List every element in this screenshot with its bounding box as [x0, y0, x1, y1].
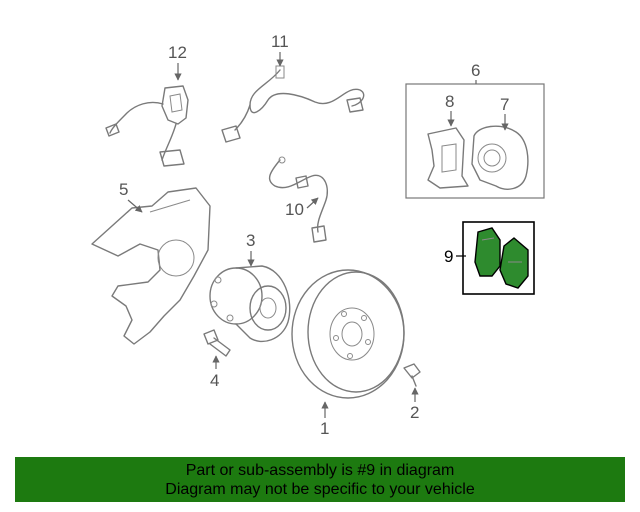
- callout-12: 12: [168, 43, 187, 62]
- banner-line-1: Part or sub-assembly is #9 in diagram: [185, 462, 455, 479]
- callout-2: 2: [410, 403, 419, 422]
- part-9-brake-pads[interactable]: [462, 221, 535, 295]
- callout-9: 9: [444, 247, 453, 266]
- callout-6: 6: [471, 61, 480, 80]
- part-8-caliper-bracket[interactable]: [427, 127, 469, 189]
- part-4-bolt[interactable]: [203, 329, 231, 357]
- part-10-sensor-wire[interactable]: [268, 156, 329, 243]
- part-7-caliper-body[interactable]: [471, 125, 529, 190]
- callout-8: 8: [445, 92, 454, 111]
- callout-5: 5: [119, 180, 128, 199]
- part-6-caliper-assembly[interactable]: [405, 83, 545, 199]
- callout-1: 1: [320, 419, 329, 438]
- callout-4: 4: [210, 371, 219, 390]
- part-5-dust-shield[interactable]: [91, 187, 211, 345]
- banner-line-2: Diagram may not be specific to your vehi…: [165, 481, 475, 498]
- info-banner: Part or sub-assembly is #9 in diagram Di…: [15, 457, 625, 502]
- callout-11: 11: [271, 32, 289, 51]
- callout-3: 3: [246, 231, 255, 250]
- part-1-brake-rotor[interactable]: [291, 269, 405, 399]
- caliper-assembly-box: [405, 83, 545, 199]
- part-3-hub-bearing[interactable]: [209, 265, 291, 343]
- brake-pad-outer: [499, 237, 529, 289]
- leader-5: [127, 199, 143, 213]
- callout-7: 7: [500, 95, 509, 114]
- brake-pad-inner: [474, 227, 501, 277]
- leader-10: [306, 197, 319, 209]
- part-12-sensor-bracket[interactable]: [105, 85, 189, 167]
- part-11-sensor-wire[interactable]: [221, 65, 365, 143]
- part-2-screw[interactable]: [403, 363, 421, 387]
- brake-pads-box: [462, 221, 535, 295]
- callout-10: 10: [285, 200, 304, 219]
